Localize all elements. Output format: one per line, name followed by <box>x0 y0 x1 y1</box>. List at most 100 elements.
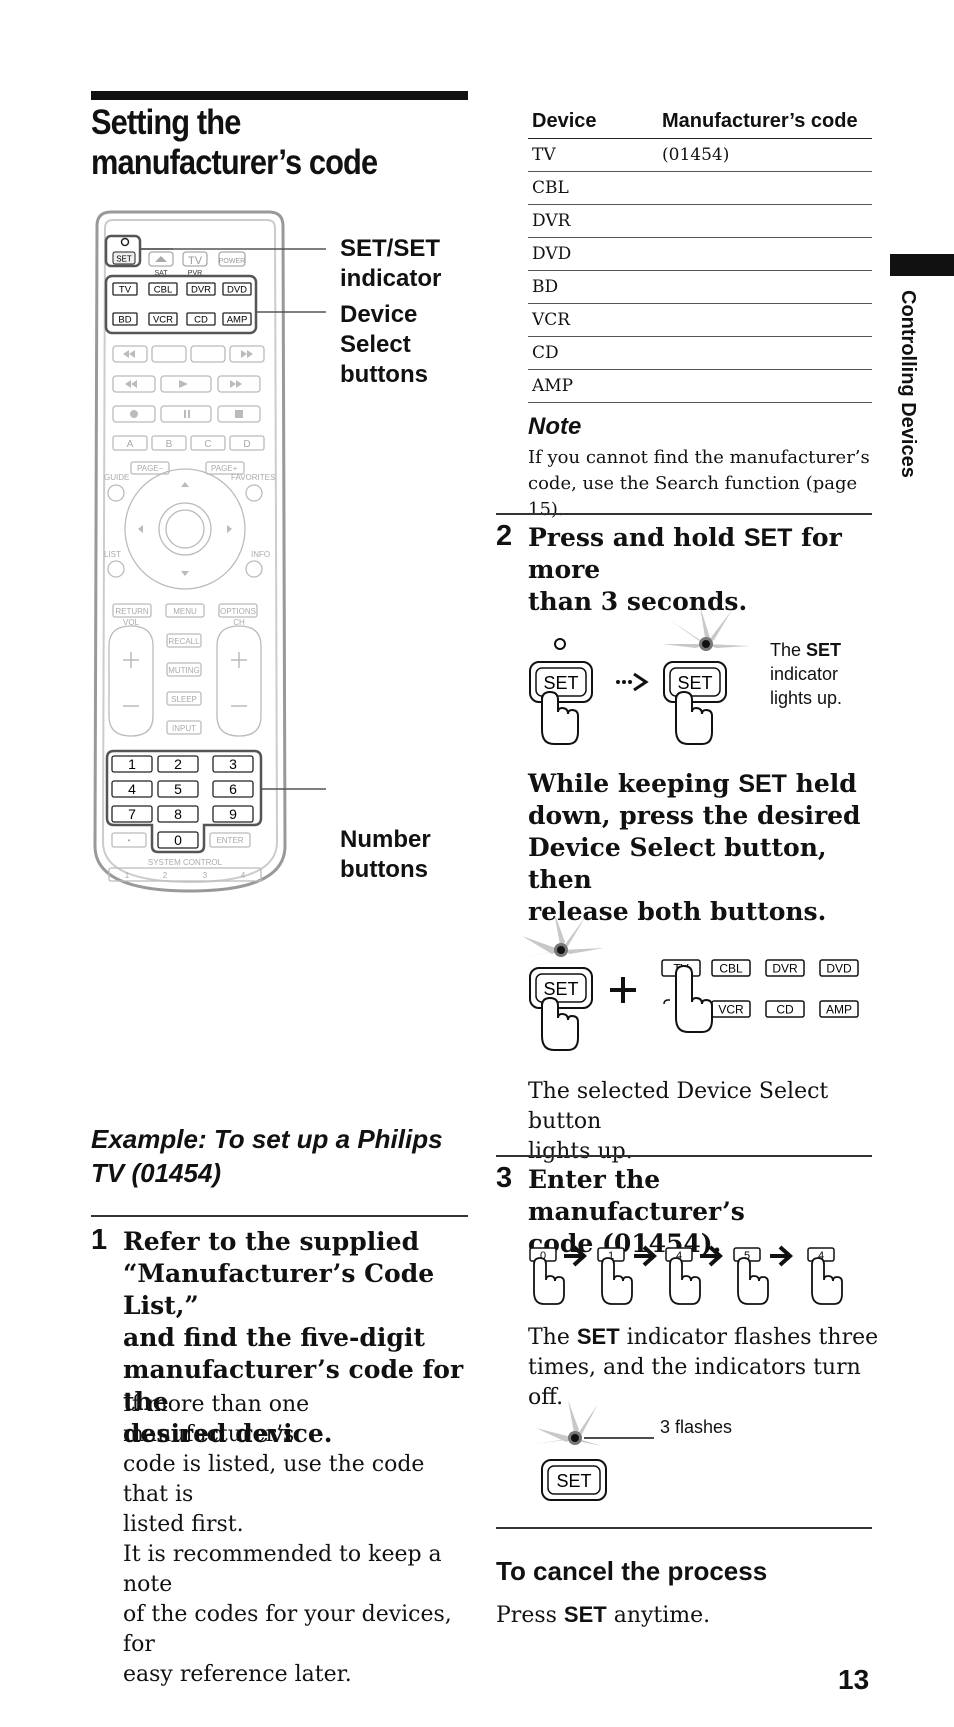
cancel-title: To cancel the process <box>496 1556 768 1586</box>
step2-rule <box>496 513 872 515</box>
step2-subheading: While keeping SET held down, press the d… <box>528 769 861 926</box>
digit-sequence-illustration: 0 1 4 5 4 <box>529 1245 843 1305</box>
svg-text:0: 0 <box>174 832 182 848</box>
svg-text:FAVORITES: FAVORITES <box>231 473 275 482</box>
svg-text:4: 4 <box>676 1250 682 1262</box>
svg-text:RECALL: RECALL <box>168 637 200 646</box>
svg-text:SLEEP: SLEEP <box>171 695 197 704</box>
svg-text:1: 1 <box>125 871 130 880</box>
svg-text:5: 5 <box>744 1250 750 1262</box>
svg-text:LIST: LIST <box>104 550 121 559</box>
svg-text:BD: BD <box>118 315 131 326</box>
set-press-illustration: SET SET <box>529 606 750 745</box>
table-row: CBL <box>528 171 872 205</box>
svg-text:2: 2 <box>174 756 182 772</box>
page-title: Setting the manufacturer’s code <box>91 103 378 182</box>
svg-text:•: • <box>128 836 131 845</box>
svg-text:0: 0 <box>540 1250 546 1262</box>
section-side-label: Controlling Devices <box>897 290 919 478</box>
step2-heading: Press and hold SET for more than 3 secon… <box>528 523 842 616</box>
set-flash-illustration: SET <box>534 1400 654 1501</box>
svg-text:4: 4 <box>241 871 246 880</box>
svg-text:SET: SET <box>543 979 578 999</box>
svg-text:SYSTEM CONTROL: SYSTEM CONTROL <box>148 858 223 867</box>
svg-text:CH: CH <box>233 618 245 627</box>
svg-text:VOL: VOL <box>123 618 140 627</box>
table-row: AMP <box>528 369 872 403</box>
svg-text:CD: CD <box>776 1003 794 1017</box>
set-key-label: SET <box>543 673 578 693</box>
svg-text:C: C <box>204 439 211 450</box>
table-row: VCR <box>528 303 872 337</box>
svg-text:OPTIONS: OPTIONS <box>220 607 256 616</box>
svg-text:DVR: DVR <box>772 962 798 976</box>
svg-text:MUTING: MUTING <box>168 666 200 675</box>
step1-rule <box>91 1215 468 1217</box>
svg-text:D: D <box>243 439 250 450</box>
svg-text:A: A <box>127 439 134 450</box>
svg-text:CBL: CBL <box>154 285 172 296</box>
svg-text:VCR: VCR <box>718 1003 744 1017</box>
svg-text:SET: SET <box>677 673 712 693</box>
flashes-label: 3 flashes <box>660 1417 733 1437</box>
svg-text:4: 4 <box>818 1250 824 1262</box>
svg-text:1: 1 <box>128 756 136 772</box>
svg-text:DVD: DVD <box>826 962 852 976</box>
svg-text:DVR: DVR <box>191 285 211 296</box>
svg-text:TV: TV <box>188 255 203 267</box>
svg-text:CBL: CBL <box>719 962 743 976</box>
svg-text:7: 7 <box>128 806 136 822</box>
svg-text:3: 3 <box>229 756 237 772</box>
svg-text:ENTER: ENTER <box>216 836 243 845</box>
step3-result: The SET indicator flashes three times, a… <box>528 1324 879 1410</box>
svg-text:3: 3 <box>203 871 208 880</box>
section-tab-marker <box>890 254 954 276</box>
step2-number: 2 <box>496 520 513 552</box>
svg-text:6: 6 <box>229 781 237 797</box>
svg-text:SET: SET <box>556 1471 591 1491</box>
title-rule <box>91 91 468 100</box>
table-row: CD <box>528 336 872 370</box>
svg-text:AMP: AMP <box>826 1003 852 1017</box>
svg-text:INFO: INFO <box>251 550 270 559</box>
remote-illustration: SET TV POWER SAT PVR TV CBL DVR DVD BD V… <box>93 210 326 893</box>
svg-text:PVR: PVR <box>188 270 202 277</box>
remote-set-label: SET <box>116 255 132 264</box>
svg-text:2: 2 <box>163 871 168 880</box>
svg-text:RETURN: RETURN <box>115 607 149 616</box>
step1-number: 1 <box>91 1224 108 1256</box>
table-row: DVR <box>528 204 872 238</box>
cancel-text: Press SET anytime. <box>496 1602 711 1628</box>
svg-text:CD: CD <box>194 315 208 326</box>
svg-text:DVD: DVD <box>227 285 247 296</box>
svg-text:8: 8 <box>174 806 182 822</box>
step3-rule <box>496 1155 872 1157</box>
svg-text:MENU: MENU <box>173 607 197 616</box>
cancel-rule <box>496 1527 872 1529</box>
svg-text:SAT: SAT <box>154 270 168 277</box>
svg-text:INPUT: INPUT <box>172 724 196 733</box>
svg-text:PAGE+: PAGE+ <box>211 464 238 473</box>
note-title: Note <box>528 413 582 440</box>
svg-text:5: 5 <box>174 781 182 797</box>
svg-text:PAGE−: PAGE− <box>137 464 164 473</box>
svg-text:POWER: POWER <box>219 258 245 265</box>
step3-number: 3 <box>496 1162 513 1194</box>
page-number: 13 <box>838 1664 870 1695</box>
svg-text:TV: TV <box>119 285 132 296</box>
svg-text:4: 4 <box>128 781 136 797</box>
svg-text:GUIDE: GUIDE <box>104 473 129 482</box>
table-row: DVD <box>528 237 872 271</box>
svg-text:VCR: VCR <box>153 315 173 326</box>
